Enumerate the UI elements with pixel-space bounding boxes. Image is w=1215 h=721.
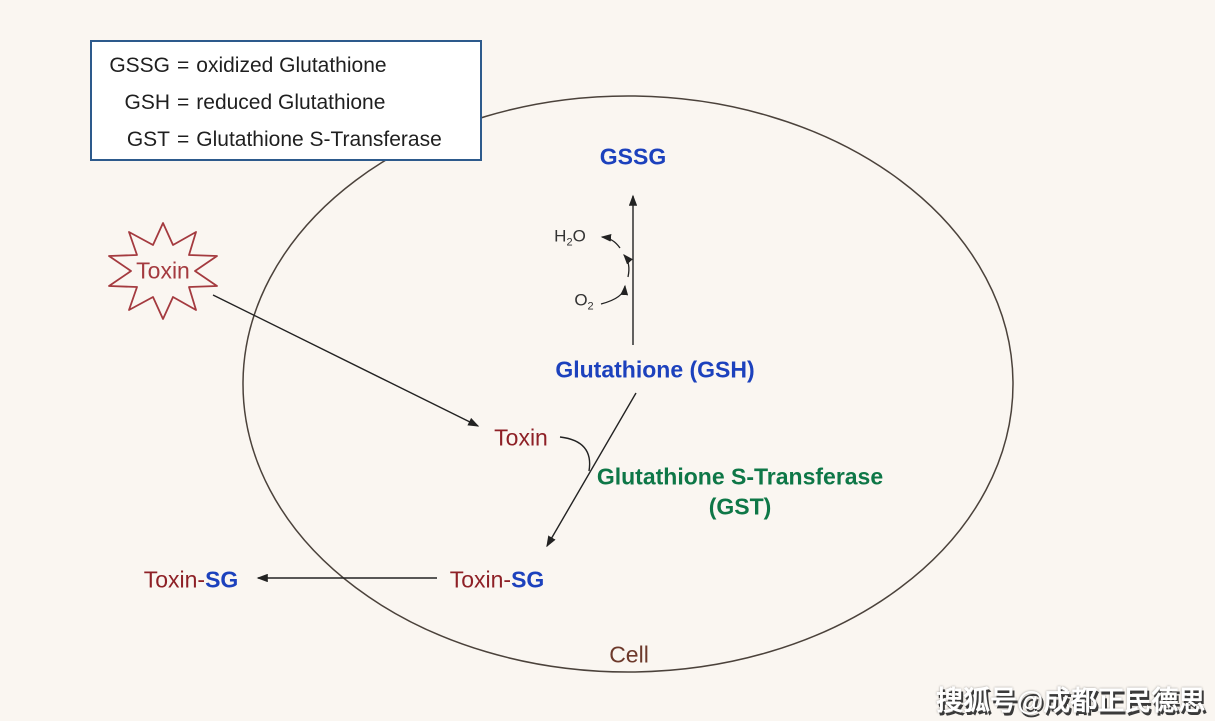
toxin-sg-inner-sg-part: SG: [511, 566, 545, 593]
legend-row-gst: GST = Glutathione S-Transferase: [104, 121, 480, 158]
arrow-h2o-curve: [600, 233, 621, 249]
legend-equals: =: [177, 91, 190, 114]
h2o-oxygen: O: [572, 226, 586, 246]
toxin-sg-outer-label: Toxin-SG: [144, 567, 239, 592]
legend-desc: oxidized Glutathione: [196, 54, 387, 77]
toxin-star-label: Toxin: [136, 257, 190, 284]
o2-subscript: 2: [587, 300, 594, 313]
watermark-text: 搜狐号@成都正民德思: [936, 686, 1206, 716]
legend-box: GSSG = oxidized Glutathione GSH = reduced Gl…: [90, 40, 482, 161]
o2-base: O: [574, 290, 588, 310]
arrow-gsh-to-toxinsg: [546, 392, 637, 548]
toxin-sg-outer-sg-part: SG: [205, 566, 239, 593]
gssg-label: GSSG: [599, 143, 667, 170]
legend-equals: =: [177, 128, 190, 151]
gsh-label: Glutathione (GSH): [555, 356, 755, 383]
legend-abbr: GST: [126, 128, 170, 151]
arrow-mid-curve: [623, 254, 633, 278]
curve-toxin-join: [559, 436, 591, 472]
gst-label-line2: (GST): [708, 493, 772, 520]
legend-desc: reduced Glutathione: [196, 91, 386, 114]
toxin-inner-label: Toxin: [494, 424, 548, 451]
legend-abbr: GSH: [124, 91, 170, 114]
legend-row-gsh: GSH = reduced Glutathione: [104, 84, 480, 121]
gst-label-line1: Glutathione S-Transferase: [596, 463, 884, 490]
o2-label: O2: [574, 290, 594, 313]
h2o-label: H2O: [554, 226, 586, 249]
toxin-sg-inner-toxin-part: Toxin-: [449, 566, 512, 593]
toxin-burst-shape: [108, 222, 218, 320]
legend-abbr: GSSG: [109, 54, 170, 77]
arrow-toxin-entry: [212, 294, 480, 427]
toxin-sg-outer-toxin-part: Toxin-: [143, 566, 206, 593]
cell-label: Cell: [609, 641, 649, 668]
h2o-subscript: 2: [566, 236, 573, 249]
h2o-base: H: [554, 226, 567, 246]
cell-membrane-ellipse: [242, 95, 1014, 673]
legend-desc: Glutathione S-Transferase: [196, 128, 442, 151]
legend-row-gssg: GSSG = oxidized Glutathione: [104, 47, 480, 84]
legend-equals: =: [177, 54, 190, 77]
arrow-o2-curve: [600, 284, 629, 305]
toxin-sg-inner-label: Toxin-SG: [450, 567, 545, 592]
